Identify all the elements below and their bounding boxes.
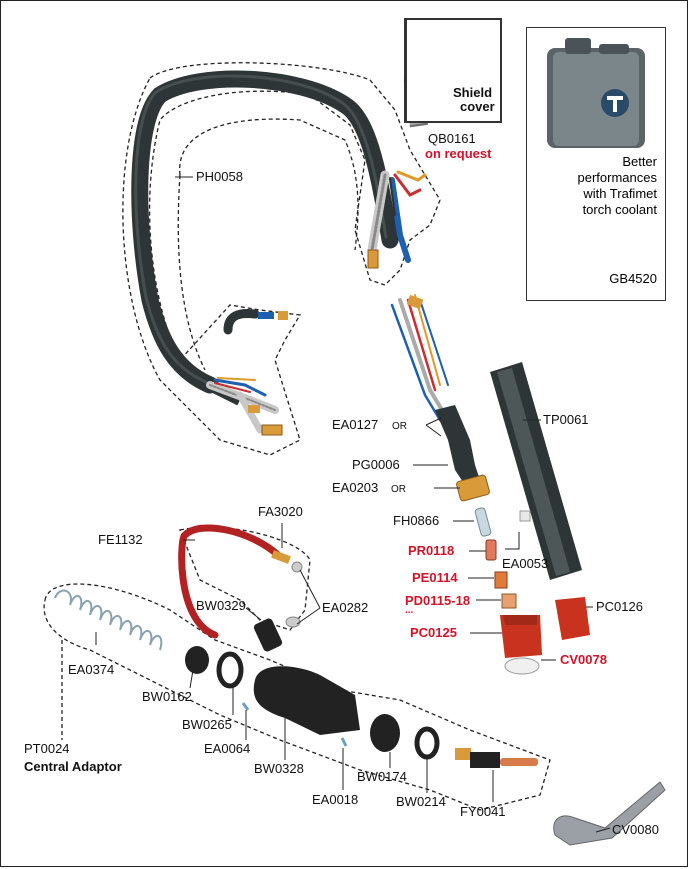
label-bw0328: BW0328	[254, 761, 304, 776]
label-ea0127: EA0127	[332, 417, 379, 432]
label-tp0061: TP0061	[543, 412, 589, 427]
label-bw0265: BW0265	[182, 717, 232, 732]
liner-outline	[43, 583, 551, 811]
label-pr0118: PR0118	[408, 543, 455, 558]
coolant-hose	[131, 70, 399, 394]
label-or-1: OR	[392, 421, 407, 432]
inner-hose-outline	[177, 118, 359, 371]
bw0328-body	[253, 666, 360, 735]
torch-handle	[435, 405, 480, 485]
shield-label-2: cover	[460, 99, 495, 114]
label-ea0053: EA0053	[502, 556, 549, 571]
coolant-inset: Better performances with Trafimet torch …	[526, 27, 666, 301]
label-ea0064: EA0064	[204, 741, 251, 756]
coolant-can-image	[547, 38, 645, 148]
label-bw0214: BW0214	[396, 794, 446, 809]
coolant-code: GB4520	[609, 271, 657, 286]
coolant-line-2: performances	[577, 170, 657, 185]
shield-code: QB0161	[428, 131, 476, 146]
label-pg0006: PG0006	[352, 457, 400, 472]
hose-assembly-outline	[122, 62, 441, 456]
label-pc0126: PC0126	[596, 599, 643, 614]
label-cv0080: CV0080	[612, 822, 659, 837]
coolant-line-3: with Trafimet	[583, 186, 657, 201]
label-pd-dots: ...	[405, 605, 414, 616]
cv0080-clip	[553, 781, 666, 846]
label-or-2: OR	[391, 484, 406, 495]
shield-label-1: Shield	[453, 85, 493, 100]
label-bw0162: BW0162	[142, 689, 192, 704]
label-fh0866: FH0866	[393, 513, 440, 528]
label-cv0078: CV0078	[560, 652, 607, 667]
label-fe1132: FE1132	[98, 532, 143, 547]
label-bw0329: BW0329	[196, 598, 246, 613]
label-ea0018: EA0018	[312, 792, 359, 807]
label-fy0041: FY0041	[460, 804, 506, 819]
label-pc0125: PC0125	[410, 625, 457, 640]
pc0126-nozzle	[555, 597, 590, 640]
label-fa3020: FA3020	[258, 504, 303, 519]
shield-cover-inset: Shield cover	[405, 18, 502, 123]
label-ea0282: EA0282	[322, 600, 369, 615]
coolant-line-4: torch coolant	[582, 202, 657, 217]
coolant-line-1: Better	[622, 154, 657, 169]
shield-note: on request	[425, 146, 492, 161]
pc0125-nozzle	[500, 615, 542, 658]
contact-outline	[179, 526, 311, 631]
ea0374-spring	[54, 589, 163, 651]
label-pe0114: PE0114	[412, 570, 458, 585]
label-pd0115: PD0115-18	[405, 593, 471, 608]
label-pt0024: PT0024	[24, 741, 70, 756]
label-central-adaptor: Central Adaptor	[24, 759, 122, 774]
label-ea0203: EA0203	[332, 480, 379, 495]
label-bw0174: BW0174	[357, 769, 407, 784]
label-ph0058: PH0058	[196, 169, 243, 184]
label-ea0374: EA0374	[68, 662, 115, 677]
